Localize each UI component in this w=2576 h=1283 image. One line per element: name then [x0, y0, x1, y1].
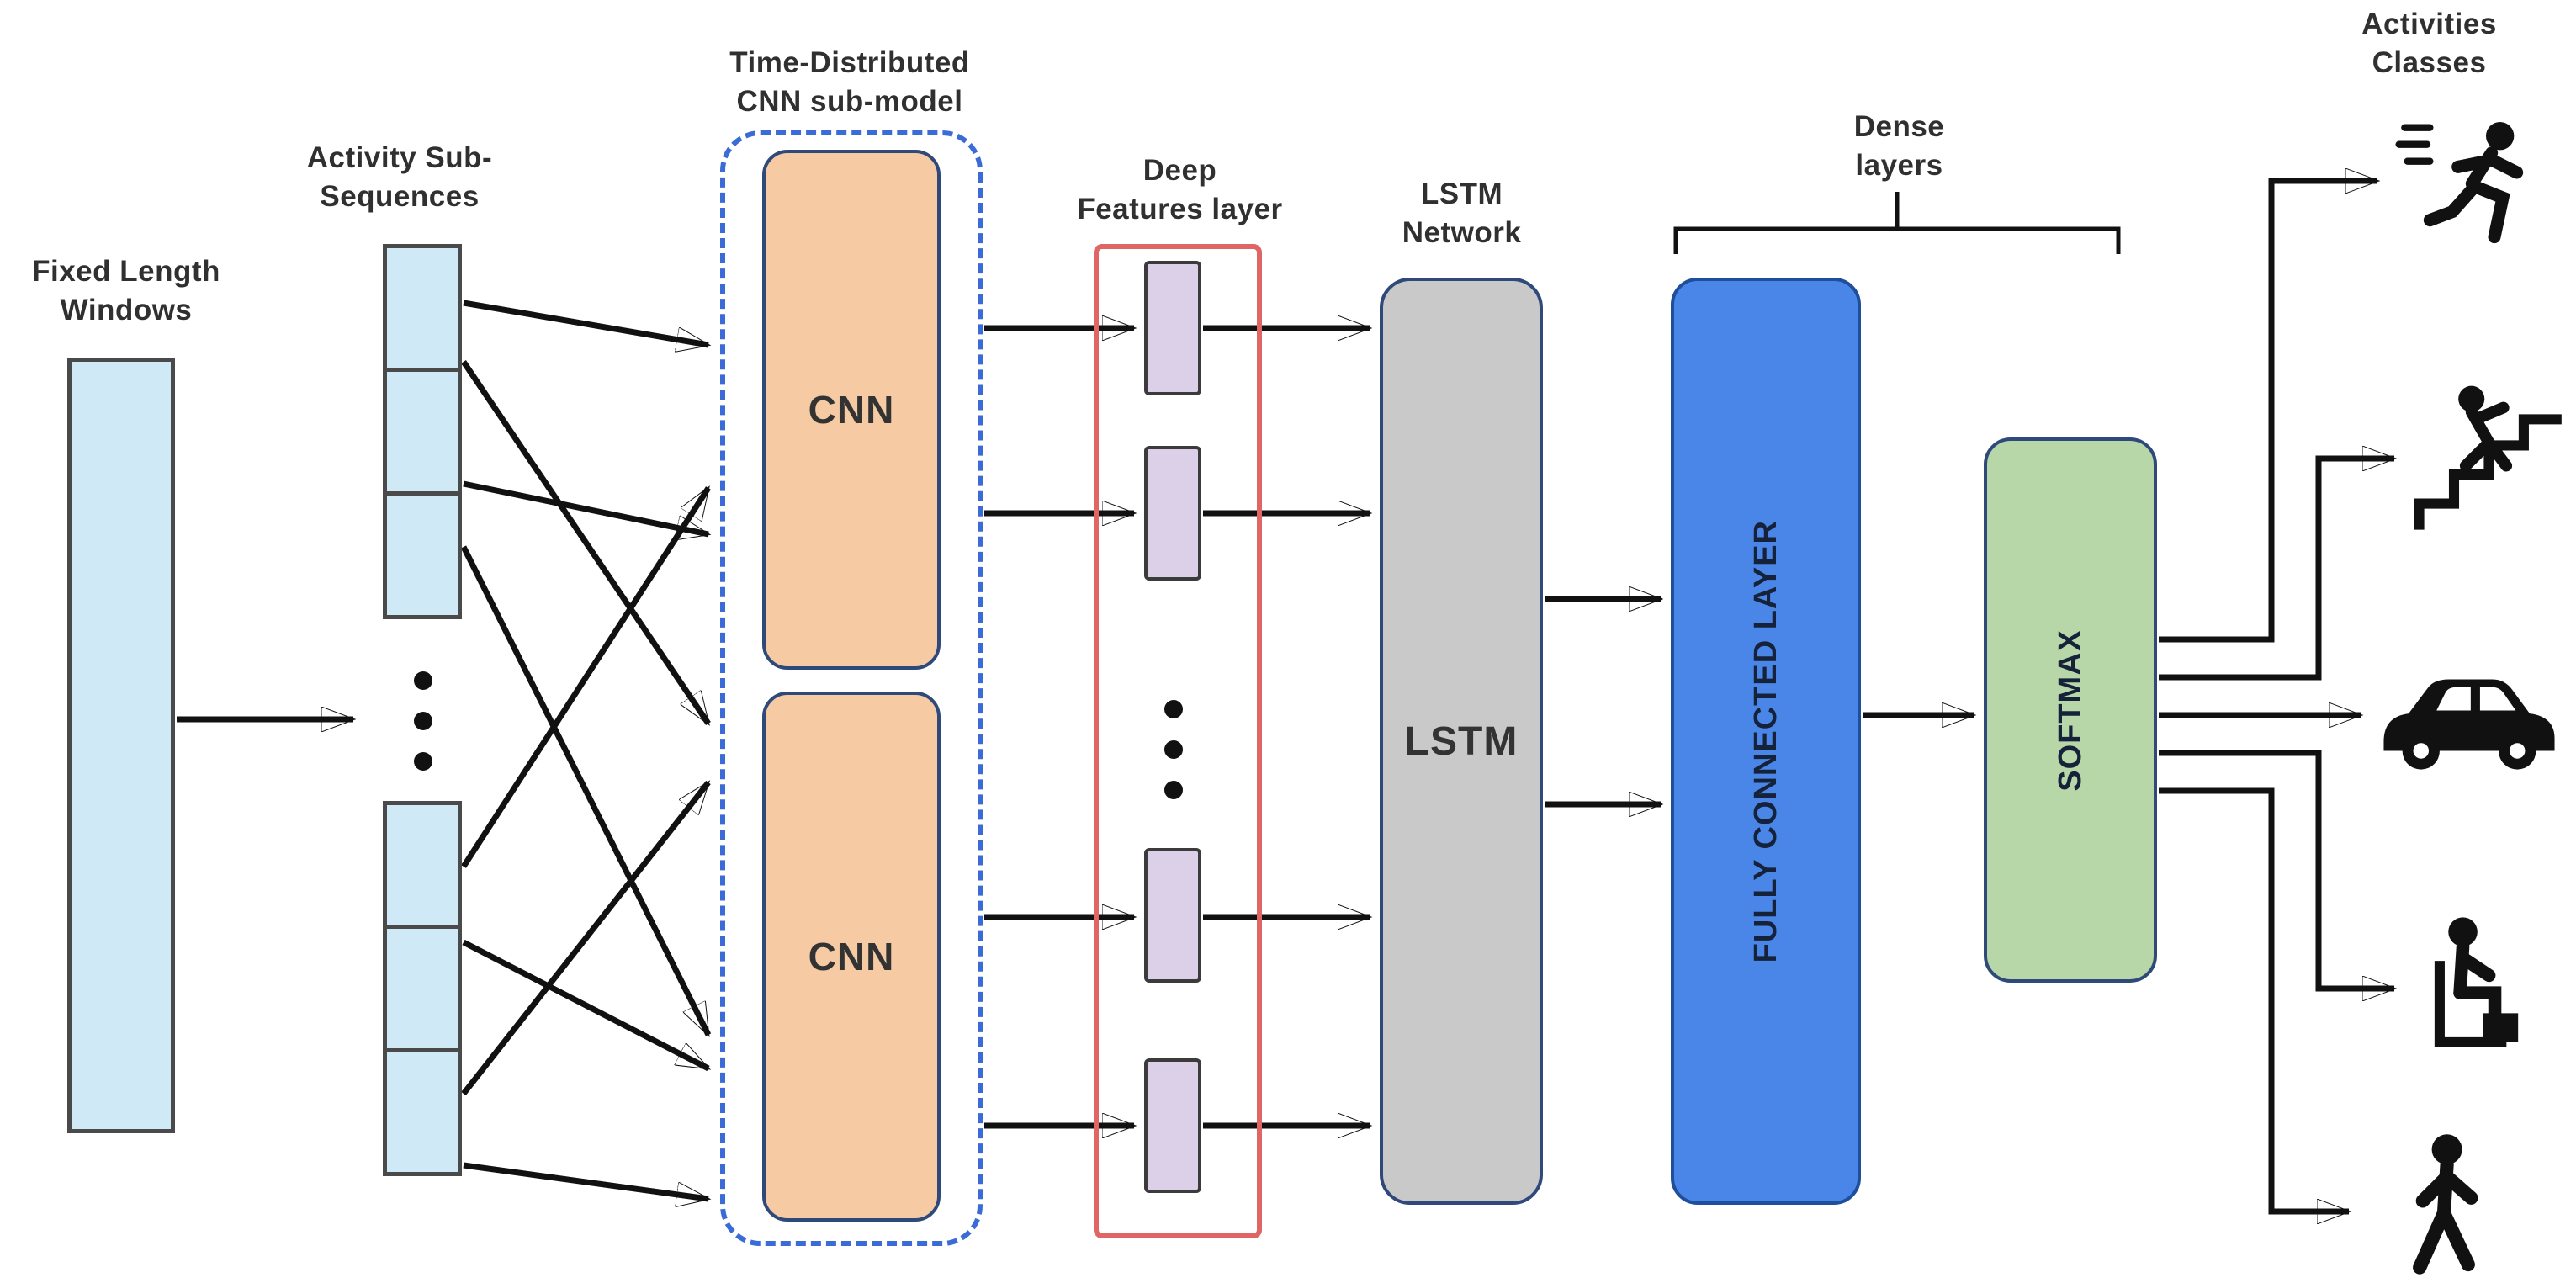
car-icon [2368, 644, 2570, 787]
deep-features-container [1094, 244, 1262, 1238]
subsequence-cell [383, 368, 462, 496]
lstm-box-label: LSTM [1404, 718, 1519, 764]
lstm-to-fc-arrows [1545, 599, 1661, 804]
dense-layers-label: Dense layers [1853, 110, 1945, 182]
subsequence-cell [383, 244, 462, 372]
cnn-to-features-arrows [984, 328, 1134, 1126]
ellipsis-dot [414, 752, 432, 771]
walking-icon [2368, 1127, 2520, 1283]
cnn-box-top: CNN [762, 150, 941, 670]
activity-sub-sequences-label: Activity Sub- Sequences [306, 141, 493, 213]
subsequence-ellipsis [414, 671, 432, 771]
subsequences-to-cnn-arrows [460, 300, 708, 1199]
fixed-length-windows-label: Fixed Length Windows [32, 255, 220, 326]
subsequence-cell [383, 1048, 462, 1176]
running-icon [2393, 109, 2562, 252]
subsequence-cell [383, 925, 462, 1052]
stair-climbing-icon [2398, 379, 2574, 538]
cnn-bottom-label: CNN [808, 935, 895, 978]
feature-vector-rect [1144, 261, 1201, 395]
lstm-box: LSTM [1380, 278, 1543, 1205]
fully-connected-layer-box: FULLY CONNECTED LAYER [1671, 278, 1861, 1205]
activities-classes-label: Activities Classes [2361, 8, 2497, 79]
lstm-network-label: LSTM Network [1402, 178, 1522, 249]
dense-layers-bracket [1673, 192, 2121, 254]
ellipsis-dot [1164, 700, 1183, 718]
ellipsis-dot [414, 671, 432, 690]
time-distributed-cnn-label: Time-Distributed CNN sub-model [729, 46, 970, 118]
cnn-box-bottom: CNN [762, 692, 941, 1222]
subsequence-stack-top [383, 244, 462, 619]
softmax-label: SOFTMAX [2052, 628, 2088, 792]
subsequence-cell [383, 491, 462, 619]
feature-ellipsis [1164, 700, 1183, 799]
sitting-icon [2402, 904, 2562, 1073]
fully-connected-layer-label: FULLY CONNECTED LAYER [1747, 519, 1784, 963]
subsequence-stack-bottom [383, 801, 462, 1176]
softmax-box: SOFTMAX [1984, 437, 2157, 983]
features-to-lstm-arrows [1203, 328, 1370, 1126]
ellipsis-dot [1164, 740, 1183, 759]
feature-vector-rect [1144, 446, 1201, 581]
fixed-length-window-rect [67, 358, 175, 1133]
ellipsis-dot [414, 712, 432, 730]
time-distributed-cnn-container [720, 130, 983, 1246]
feature-vector-rect [1144, 1058, 1201, 1193]
subsequence-cell [383, 801, 462, 929]
ellipsis-dot [1164, 781, 1183, 799]
feature-vector-rect [1144, 848, 1201, 983]
deep-features-layer-label: Deep Features layer [1077, 154, 1283, 225]
cnn-top-label: CNN [808, 388, 895, 432]
softmax-to-activities-connectors [2159, 181, 2394, 1211]
